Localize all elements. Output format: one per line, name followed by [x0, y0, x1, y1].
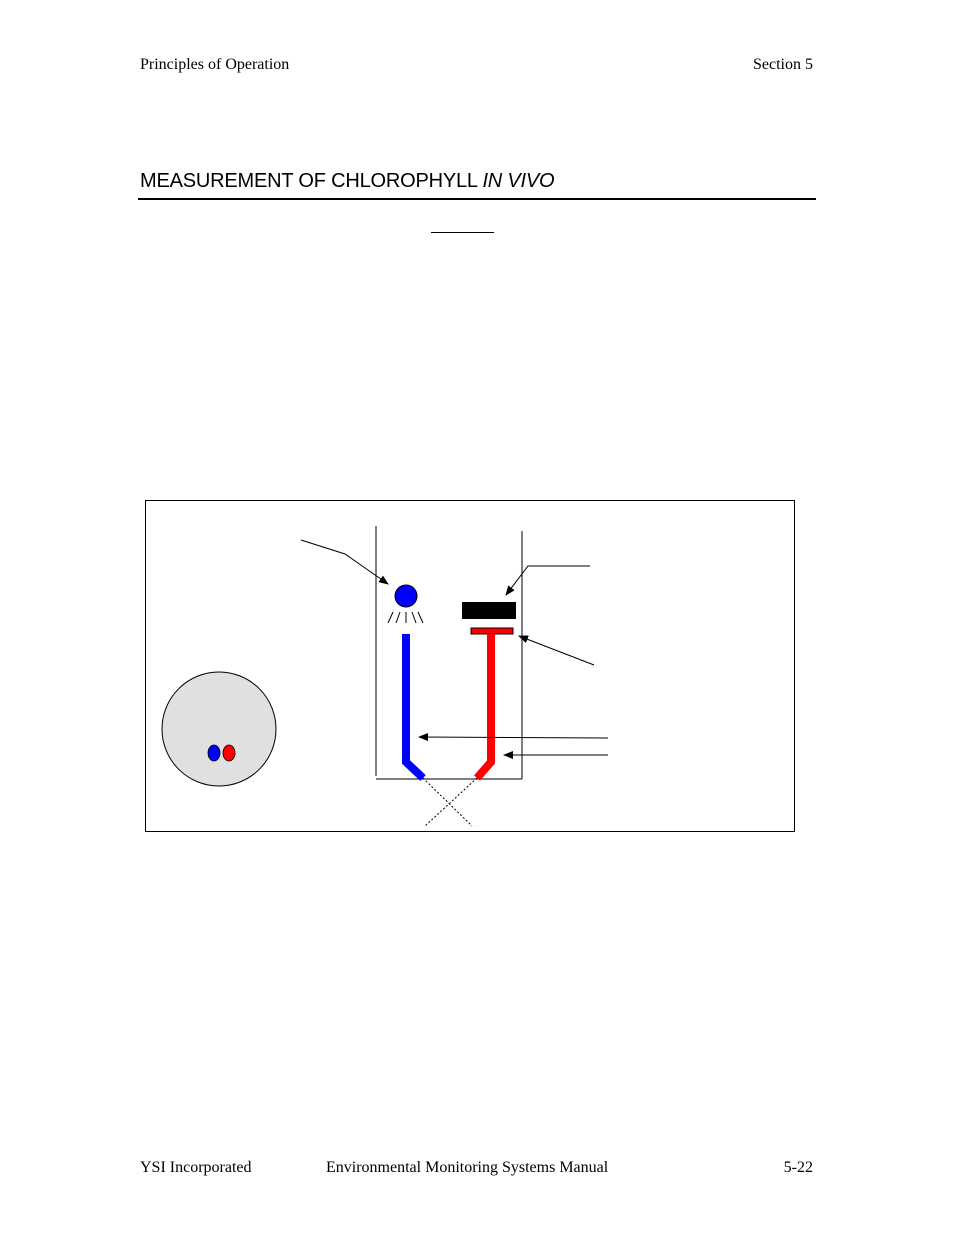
probe-face — [161, 671, 277, 787]
short-rule — [431, 232, 494, 233]
section-title: MEASUREMENT OF CHLOROPHYLL IN VIVO — [140, 170, 555, 193]
emission-port — [222, 744, 236, 762]
excitation-light-path — [422, 777, 473, 827]
detector-leader-arrow — [505, 565, 590, 596]
led-source — [394, 584, 418, 608]
filter-leader-arrow — [518, 635, 595, 666]
photodetector — [462, 602, 516, 619]
sensor-diagram-svg — [161, 526, 609, 827]
excitation-port — [207, 744, 221, 762]
sensor-diagram — [145, 500, 795, 832]
excitation-fiber — [402, 634, 426, 781]
footer-center: Environmental Monitoring Systems Manual — [326, 1159, 609, 1176]
optical-filter — [470, 627, 514, 635]
footer-left: YSI Incorporated — [140, 1159, 252, 1176]
light-rays — [387, 611, 424, 624]
emission-fiber — [473, 634, 495, 781]
footer-page-number: 5-22 — [783, 1159, 813, 1176]
title-underline — [138, 198, 816, 200]
section-title-main: MEASUREMENT OF CHLOROPHYLL — [140, 170, 483, 192]
header-left: Principles of Operation — [140, 56, 290, 73]
emission-light-path — [424, 777, 478, 827]
led-leader-arrow — [300, 539, 389, 585]
section-title-italic: IN VIVO — [482, 170, 555, 192]
excitation-fiber-leader-arrow — [418, 733, 609, 742]
header-right: Section 5 — [753, 56, 813, 73]
